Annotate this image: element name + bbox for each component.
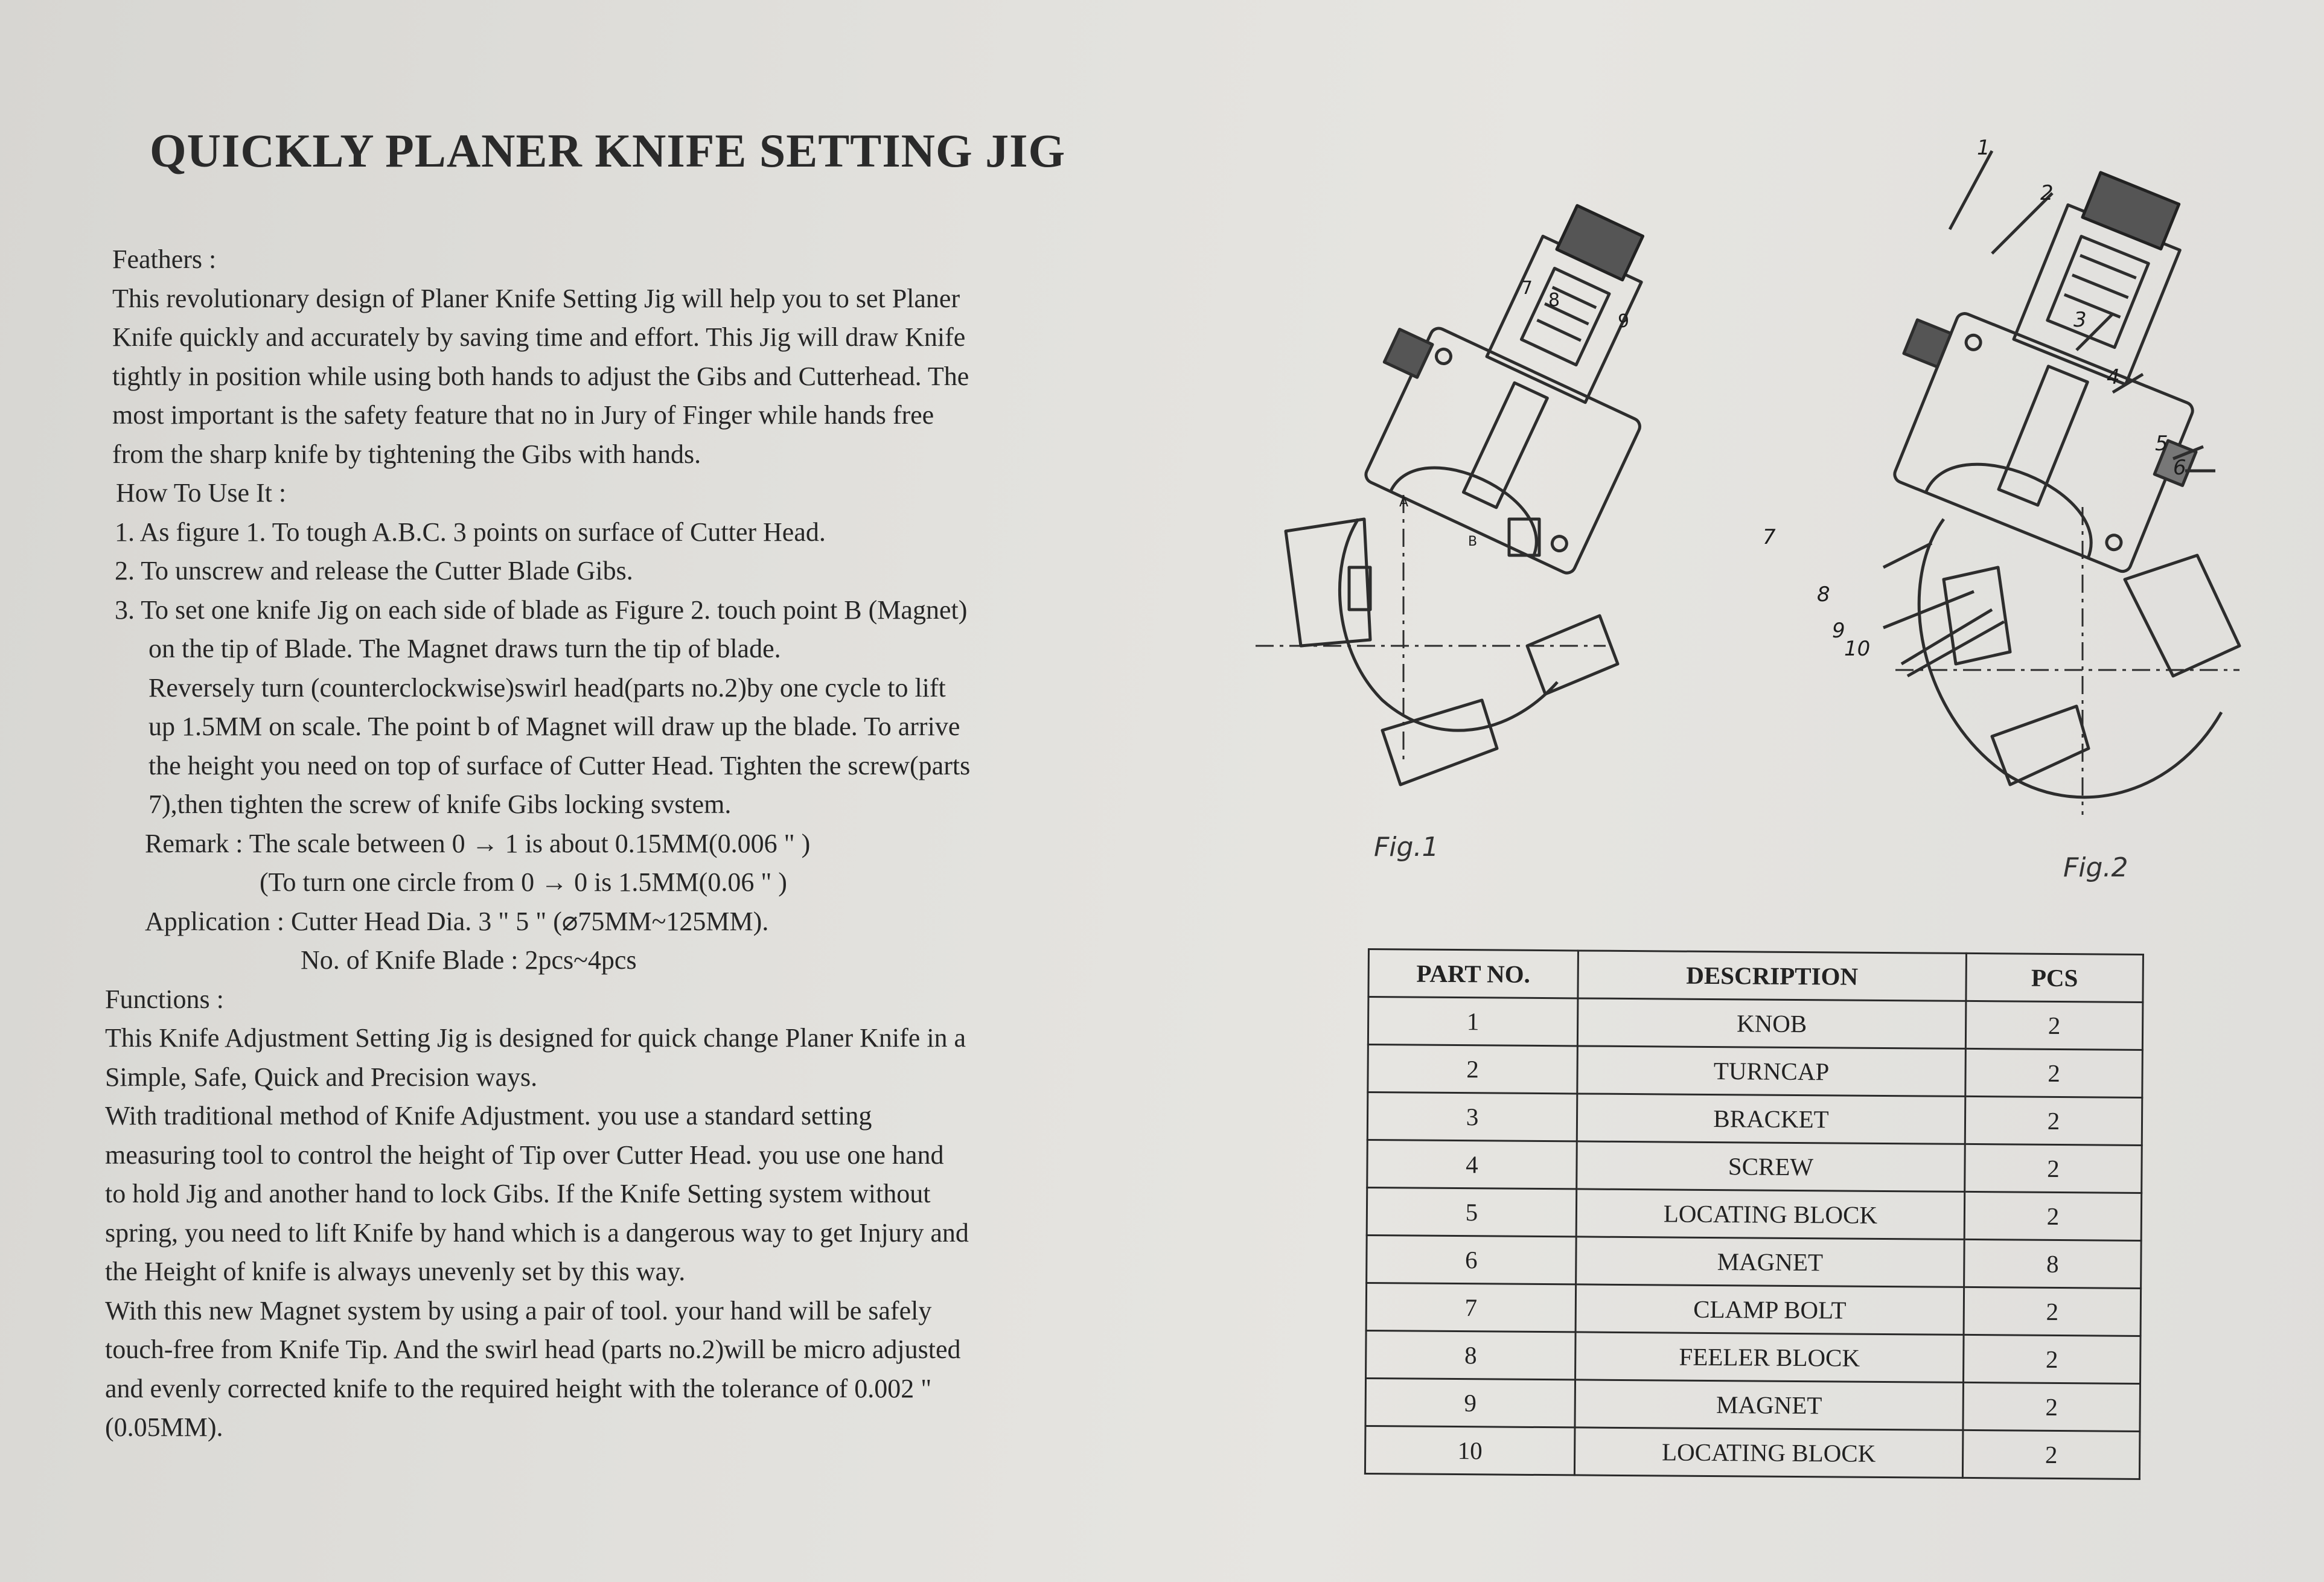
- application-line: Application : Cutter Head Dia. 3 " 5 " (…: [145, 906, 769, 936]
- pcs-cell: 2: [1964, 1191, 2142, 1241]
- paragraph-line: to hold Jig and another hand to lock Gib…: [105, 1179, 931, 1208]
- paragraph-line: tightly in position while using both han…: [112, 361, 969, 391]
- part-no-cell: 2: [1367, 1044, 1578, 1094]
- part-no-cell: 3: [1367, 1092, 1577, 1141]
- paragraph-line: (0.05MM).: [105, 1412, 223, 1442]
- fig2-label: 4: [2107, 365, 2120, 389]
- fig2-label: 5: [2155, 432, 2168, 456]
- paragraph-line: With traditional method of Knife Adjustm…: [105, 1101, 872, 1131]
- part-no-cell: 1: [1368, 997, 1578, 1046]
- heading-feathers: Feathers :: [112, 244, 217, 274]
- heading-functions: Functions :: [105, 984, 224, 1014]
- step-1: 1. As figure 1. To tough A.B.C. 3 points…: [115, 517, 826, 547]
- paragraph-line: Knife quickly and accurately by saving t…: [112, 322, 966, 352]
- table-row: 10 LOCATING BLOCK 2: [1365, 1426, 2140, 1479]
- remark-line: Remark : The scale between 0 → 1 is abou…: [145, 828, 811, 858]
- pcs-cell: 2: [1964, 1287, 2141, 1336]
- paragraph-line: touch-free from Knife Tip. And the swirl…: [105, 1335, 961, 1364]
- description-cell: LOCATING BLOCK: [1576, 1188, 1965, 1240]
- pcs-cell: 8: [1964, 1239, 2142, 1289]
- table-row: 8 FEELER BLOCK 2: [1365, 1330, 2141, 1384]
- part-no-cell: 6: [1366, 1235, 1577, 1284]
- pcs-cell: 2: [1964, 1144, 2142, 1193]
- figure-1-caption: Fig.1: [1374, 832, 1439, 863]
- description-cell: MAGNET: [1574, 1379, 1964, 1430]
- step-2: 2. To unscrew and release the Cutter Bla…: [115, 556, 633, 585]
- table-row: 9 MAGNET 2: [1365, 1378, 2140, 1432]
- figure-1-jig-drawing: 7 8 9 A B: [1243, 181, 1678, 821]
- paragraph-line: Simple, Safe, Quick and Precision ways.: [105, 1062, 538, 1092]
- table-header-row: PART NO. DESCRIPTION PCS: [1368, 949, 2144, 1003]
- header-part-no: PART NO.: [1368, 949, 1579, 998]
- part-no-cell: 4: [1367, 1140, 1577, 1189]
- parts-table: PART NO. DESCRIPTION PCS 1 KNOB 2 2 TURN…: [1364, 948, 2144, 1480]
- pcs-cell: 2: [1962, 1430, 2140, 1479]
- pcs-cell: 2: [1965, 1001, 2143, 1050]
- table-row: 7 CLAMP BOLT 2: [1366, 1283, 2141, 1336]
- part-no-cell: 8: [1365, 1330, 1576, 1380]
- paragraph-line: from the sharp knife by tightening the G…: [112, 439, 701, 469]
- step-3-line: 7),then tighten the screw of knife Gibs …: [148, 789, 732, 819]
- part-no-cell: 7: [1366, 1283, 1576, 1332]
- header-pcs: PCS: [1965, 953, 2144, 1003]
- figure-2-caption: Fig.2: [2063, 852, 2128, 883]
- page-title: QUICKLY PLANER KNIFE SETTING JIG: [150, 124, 1066, 177]
- step-3: 3. To set one knife Jig on each side of …: [115, 595, 968, 625]
- description-cell: SCREW: [1576, 1141, 1965, 1192]
- fig1-label: 9: [1618, 311, 1630, 332]
- heading-how-to-use: How To Use It :: [116, 478, 287, 508]
- fig1-label: A: [1399, 495, 1409, 510]
- table-row: 3 BRACKET 2: [1367, 1092, 2142, 1146]
- knife-blade-line: No. of Knife Blade : 2pcs~4pcs: [301, 945, 637, 975]
- fig2-label: 6: [2173, 456, 2186, 480]
- description-cell: MAGNET: [1575, 1236, 1965, 1287]
- description-cell: LOCATING BLOCK: [1574, 1427, 1963, 1478]
- step-3-line: on the tip of Blade. The Magnet draws tu…: [148, 634, 781, 663]
- description-cell: BRACKET: [1577, 1093, 1965, 1144]
- table-row: 1 KNOB 2: [1368, 997, 2143, 1050]
- part-no-cell: 10: [1365, 1426, 1575, 1475]
- paragraph-line: spring, you need to lift Knife by hand w…: [105, 1217, 969, 1248]
- paragraph-line: With this new Magnet system by using a p…: [105, 1295, 932, 1325]
- step-3-line: the height you need on top of surface of…: [148, 750, 971, 780]
- fig2-label: 2: [2040, 181, 2054, 205]
- fig2-label: 7: [1763, 525, 1776, 549]
- table-row: 6 MAGNET 8: [1366, 1235, 2142, 1289]
- paragraph-line: and evenly corrected knife to the requir…: [105, 1373, 932, 1403]
- fig1-label: 7: [1521, 278, 1533, 299]
- step-3-line: up 1.5MM on scale. The point b of Magnet…: [148, 712, 960, 741]
- table-row: 5 LOCATING BLOCK 2: [1367, 1187, 2142, 1241]
- table-row: 4 SCREW 2: [1367, 1140, 2142, 1193]
- description-cell: CLAMP BOLT: [1575, 1284, 1964, 1335]
- remark-line: (To turn one circle from 0 → 0 is 1.5MM(…: [260, 867, 787, 897]
- fig2-label: 3: [2073, 308, 2087, 332]
- description-cell: KNOB: [1577, 998, 1966, 1049]
- paragraph-line: most important is the safety feature tha…: [112, 400, 934, 430]
- description-cell: FEELER BLOCK: [1575, 1332, 1964, 1383]
- pcs-cell: 2: [1963, 1335, 2141, 1384]
- paragraph-line: the Height of knife is always unevenly s…: [105, 1257, 686, 1286]
- fig2-label: 10: [1844, 637, 1871, 661]
- fig1-label: B: [1468, 534, 1478, 549]
- figure-2-jig-drawing: 1 2 3 4 5 6 7 8 9 10: [1738, 133, 2258, 827]
- fig2-label: 9: [1832, 619, 1845, 643]
- fig1-label: 8: [1548, 290, 1560, 311]
- paragraph-line: measuring tool to control the height of …: [105, 1140, 944, 1170]
- step-3-line: Reversely turn (counterclockwise)swirl h…: [148, 672, 946, 703]
- pcs-cell: 2: [1965, 1048, 2143, 1098]
- pcs-cell: 2: [1962, 1382, 2140, 1432]
- paragraph-line: This revolutionary design of Planer Knif…: [112, 283, 960, 313]
- part-no-cell: 9: [1365, 1378, 1575, 1427]
- pcs-cell: 2: [1965, 1096, 2142, 1146]
- description-cell: TURNCAP: [1577, 1045, 1966, 1097]
- part-no-cell: 5: [1367, 1187, 1577, 1237]
- fig2-label: 1: [1977, 136, 1990, 160]
- instructions-text: Feathers : This revolutionary design of …: [105, 240, 1054, 1447]
- paragraph-line: This Knife Adjustment Setting Jig is des…: [105, 1023, 966, 1053]
- header-description: DESCRIPTION: [1577, 950, 1967, 1001]
- fig2-label: 8: [1817, 582, 1830, 607]
- table-row: 2 TURNCAP 2: [1367, 1044, 2143, 1098]
